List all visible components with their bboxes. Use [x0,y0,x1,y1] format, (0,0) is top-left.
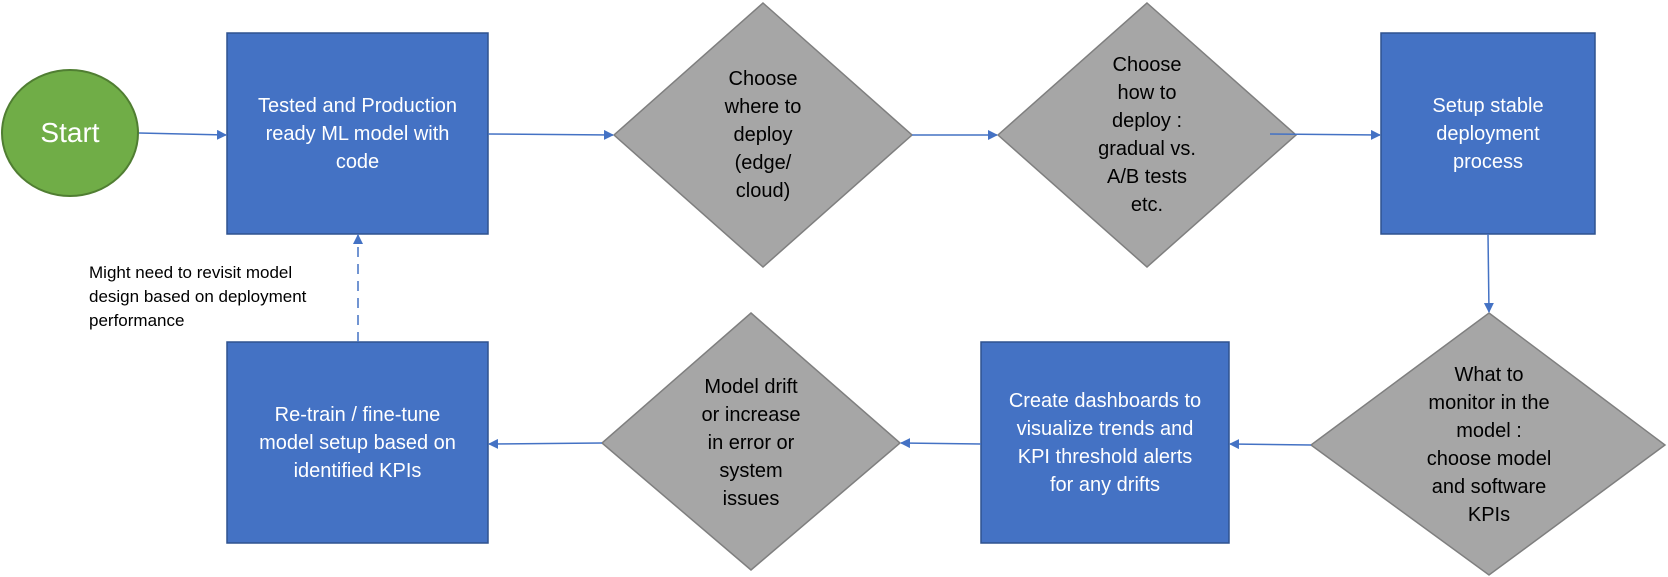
how-deploy-decision [996,1,1298,269]
connector-tested-to-where [487,129,614,140]
how-deploy-label: Choose how to deploy : gradual vs. A/B t… [1098,54,1196,216]
tested-model-label: Tested and Production ready ML model wit… [257,94,458,173]
start-node [1,69,139,197]
connector-dashboards-to-drift [900,438,982,449]
connector-stable-to-monitor [1483,233,1494,313]
connector-start-to-tested [138,129,227,140]
connector-how-to-stable [1269,129,1381,140]
stable-process-label: Setup stable deployment process [1432,94,1544,173]
what-monitor-decision [1309,312,1667,576]
dashboards-node [980,341,1230,544]
retrain-node [226,341,489,544]
revisit-note: Might need to revisit model design based… [89,263,307,330]
retrain-label: Re-train / fine-tune model setup based o… [259,403,456,482]
start-label: Start [40,117,100,148]
where-deploy-decision [612,1,914,269]
where-deploy-label: Choose where to deploy (edge/ cloud) [724,68,802,202]
tested-model-node [226,32,489,235]
connector-monitor-to-dashboards [1229,439,1312,450]
stable-process-node [1380,32,1596,235]
connector-drift-to-retrain [488,438,603,449]
what-monitor-label: What to monitor in the model : choose mo… [1426,364,1552,526]
model-drift-decision [600,312,902,571]
dashboards-label: Create dashboards to visualize trends an… [1008,389,1202,496]
model-drift-label: Model drift or increase in error or syst… [701,376,801,510]
